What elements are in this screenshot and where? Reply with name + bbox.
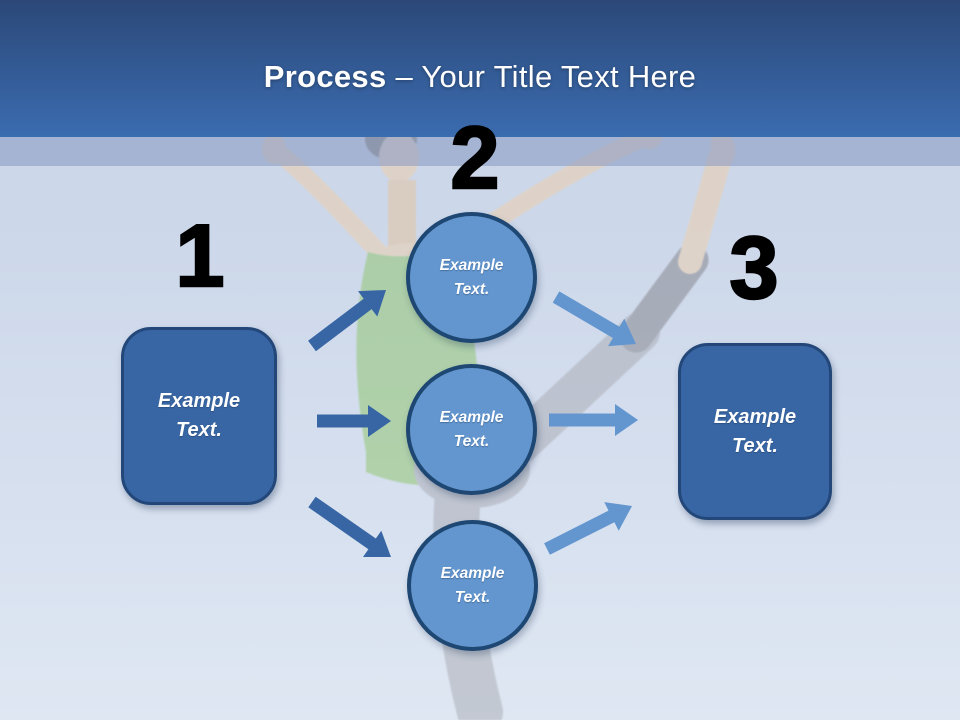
step1-box: Example Text. xyxy=(121,327,277,505)
step2-circle-2-label: Example Text. xyxy=(439,409,504,450)
step-number-2: 2 xyxy=(449,108,500,207)
step2-circle-3: Example Text. xyxy=(407,520,538,651)
title-rest: – Your Title Text Here xyxy=(395,58,697,94)
step2-circle-1-label: Example Text. xyxy=(439,257,504,298)
step2-circle-3-label: Example Text. xyxy=(440,565,505,606)
step2-circle-2: Example Text. xyxy=(406,364,537,495)
step-number-3: 3 xyxy=(728,218,779,317)
step2-circle-1: Example Text. xyxy=(406,212,537,343)
step3-box: Example Text. xyxy=(678,343,832,520)
step1-box-label: Example Text. xyxy=(157,390,241,441)
header-bar: Process – Your Title Text Here xyxy=(0,0,960,137)
step3-box-label: Example Text. xyxy=(713,405,797,457)
title-emphasis: Process xyxy=(263,58,387,94)
step-number-1: 1 xyxy=(174,206,225,305)
slide-title: Process – Your Title Text Here xyxy=(264,43,696,95)
header-translucent-band xyxy=(0,137,960,166)
